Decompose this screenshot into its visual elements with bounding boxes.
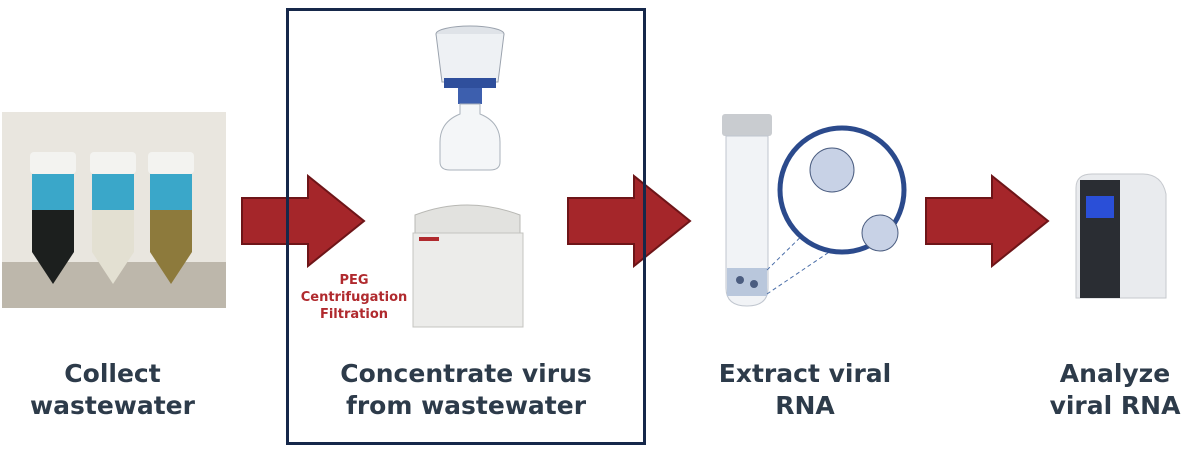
wastewater-samples-photo — [2, 112, 226, 308]
label-line: from wastewater — [345, 391, 587, 420]
label-line: Concentrate virus — [340, 359, 592, 388]
arrow-right-icon — [241, 174, 366, 268]
method-centrifugation: Centrifugation — [300, 290, 408, 305]
concentration-step-box — [286, 8, 646, 445]
rna-extraction-icon — [722, 114, 907, 307]
centrifuge-icon — [412, 204, 524, 328]
method-peg: PEG — [339, 273, 369, 288]
label-line: Extract viral — [718, 359, 892, 388]
filter-flask-icon — [435, 25, 505, 171]
sample-tubes-icon — [2, 152, 226, 308]
concentration-methods: PEG Centrifugation Filtration — [298, 272, 410, 323]
label-line: viral RNA — [1049, 391, 1181, 420]
label-line: Collect — [64, 359, 161, 388]
arrow-right-icon — [925, 174, 1050, 268]
label-line: Analyze — [1059, 359, 1171, 388]
label-line: wastewater — [30, 391, 195, 420]
step-label-analyze: Analyze viral RNA — [1030, 358, 1200, 422]
analyzer-instrument-icon — [1075, 173, 1167, 299]
step-label-concentrate: Concentrate virus from wastewater — [296, 358, 636, 422]
arrow-right-icon — [567, 174, 692, 268]
method-filtration: Filtration — [319, 307, 389, 322]
label-line: RNA — [775, 391, 835, 420]
step-label-collect: Collect wastewater — [10, 358, 215, 422]
